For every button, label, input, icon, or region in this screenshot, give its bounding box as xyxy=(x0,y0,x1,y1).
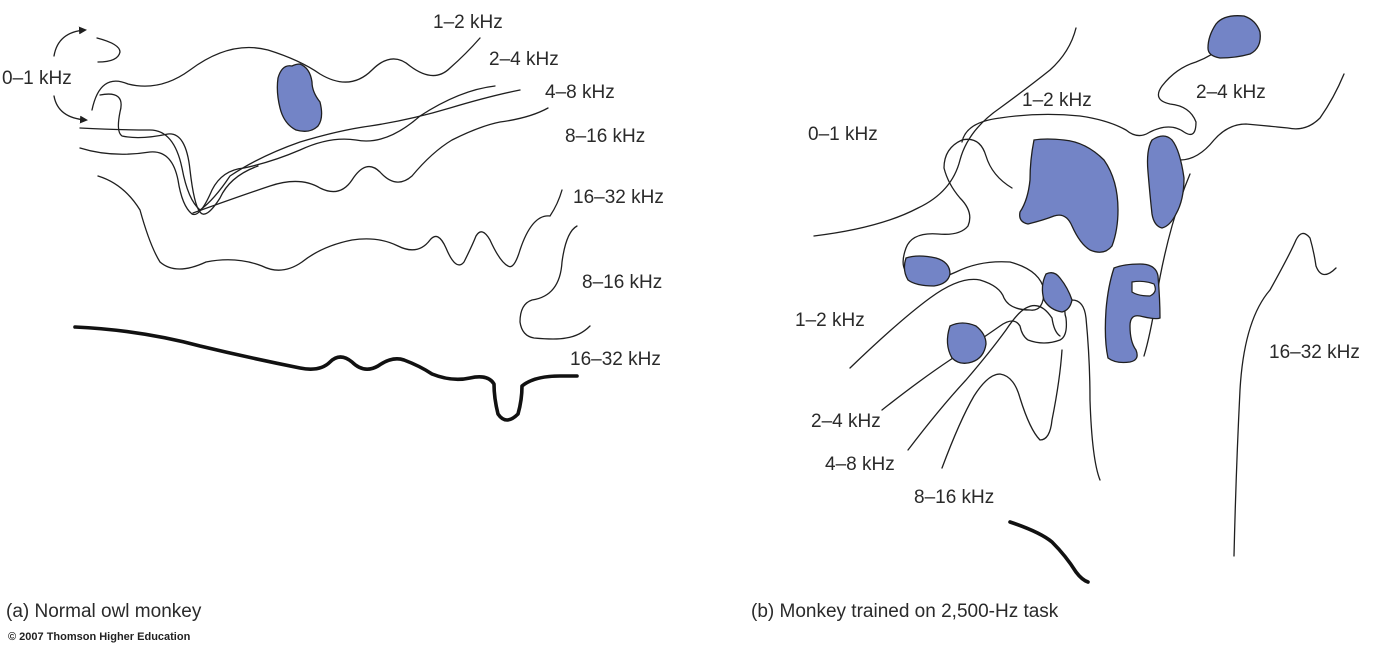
contour-1-2-khz xyxy=(91,37,481,111)
label-b-0-1-khz: 0–1 kHz xyxy=(808,124,878,145)
contour-b-1-2-khz xyxy=(849,138,1045,369)
region-notch xyxy=(1131,280,1156,297)
contour-b-2-4-lower xyxy=(907,304,1061,451)
contour-8-16-lower xyxy=(519,225,591,340)
label-a-0-1-khz: 0–1 kHz xyxy=(2,68,72,89)
label-b-4-8-khz: 4–8 kHz xyxy=(825,454,895,475)
label-b-1-2-khz-low: 1–2 kHz xyxy=(795,310,865,331)
label-b-2-4-khz-low: 2–4 kHz xyxy=(811,411,881,432)
contour-8-16-khz xyxy=(192,107,549,214)
expanded-region-a xyxy=(276,63,323,132)
contour-2-4-khz xyxy=(79,85,496,216)
label-a-8-16-khz-mid: 8–16 kHz xyxy=(582,272,662,293)
label-a-16-32-khz-top: 16–32 kHz xyxy=(573,187,664,208)
arrow-down-curve xyxy=(53,95,88,124)
expanded-region-b-right-bar xyxy=(1146,135,1185,229)
label-b-16-32-khz: 16–32 kHz xyxy=(1269,342,1360,363)
label-a-8-16-khz-top: 8–16 kHz xyxy=(565,126,645,147)
expanded-region-b-mid-small xyxy=(1041,272,1073,313)
contour-b-2-4-khz xyxy=(1179,73,1345,161)
label-b-8-16-khz: 8–16 kHz xyxy=(914,487,994,508)
boundary-line-b xyxy=(1008,520,1090,584)
arrow-up-curve xyxy=(53,26,87,57)
contour-b-central xyxy=(961,43,1227,143)
contour-b-0-1-khz xyxy=(813,27,1077,237)
expanded-region-b-top-right xyxy=(1207,15,1261,59)
contour-b-8-16-khz xyxy=(941,349,1063,469)
boundary-line-a xyxy=(73,325,579,422)
label-b-2-4-khz-top: 2–4 kHz xyxy=(1196,82,1266,103)
expanded-region-b-lower-left xyxy=(946,322,987,364)
panel-a-normal-owl-monkey: 0–1 kHz 1–2 kHz 2–4 kHz 4–8 kHz 8–16 kHz… xyxy=(2,12,664,422)
label-a-16-32-khz-bot: 16–32 kHz xyxy=(570,349,661,370)
caption-panel-a: (a) Normal owl monkey xyxy=(6,601,202,622)
expanded-region-b-center-large xyxy=(1019,138,1119,253)
expanded-region-b-lower-right xyxy=(1104,263,1161,364)
contour-b-16-32-khz xyxy=(1233,232,1337,557)
label-a-1-2-khz: 1–2 kHz xyxy=(433,12,503,33)
panel-b-trained-monkey: 0–1 kHz 1–2 kHz 2–4 kHz 16–32 kHz 1–2 kH… xyxy=(795,15,1360,584)
caption-panel-b: (b) Monkey trained on 2,500-Hz task xyxy=(751,601,1059,622)
label-a-4-8-khz: 4–8 kHz xyxy=(545,82,615,103)
contour-16-32-khz xyxy=(97,175,563,271)
contour-4-8-khz xyxy=(79,89,521,211)
copyright-notice: © 2007 Thomson Higher Education xyxy=(8,631,191,643)
contour-0-1-outer xyxy=(99,93,259,215)
label-b-1-2-khz-top: 1–2 kHz xyxy=(1022,90,1092,111)
contour-b-4-8-khz xyxy=(881,299,1101,481)
label-a-2-4-khz: 2–4 kHz xyxy=(489,49,559,70)
expanded-region-b-left-small xyxy=(903,255,951,287)
contour-0-1-loop xyxy=(96,37,121,63)
